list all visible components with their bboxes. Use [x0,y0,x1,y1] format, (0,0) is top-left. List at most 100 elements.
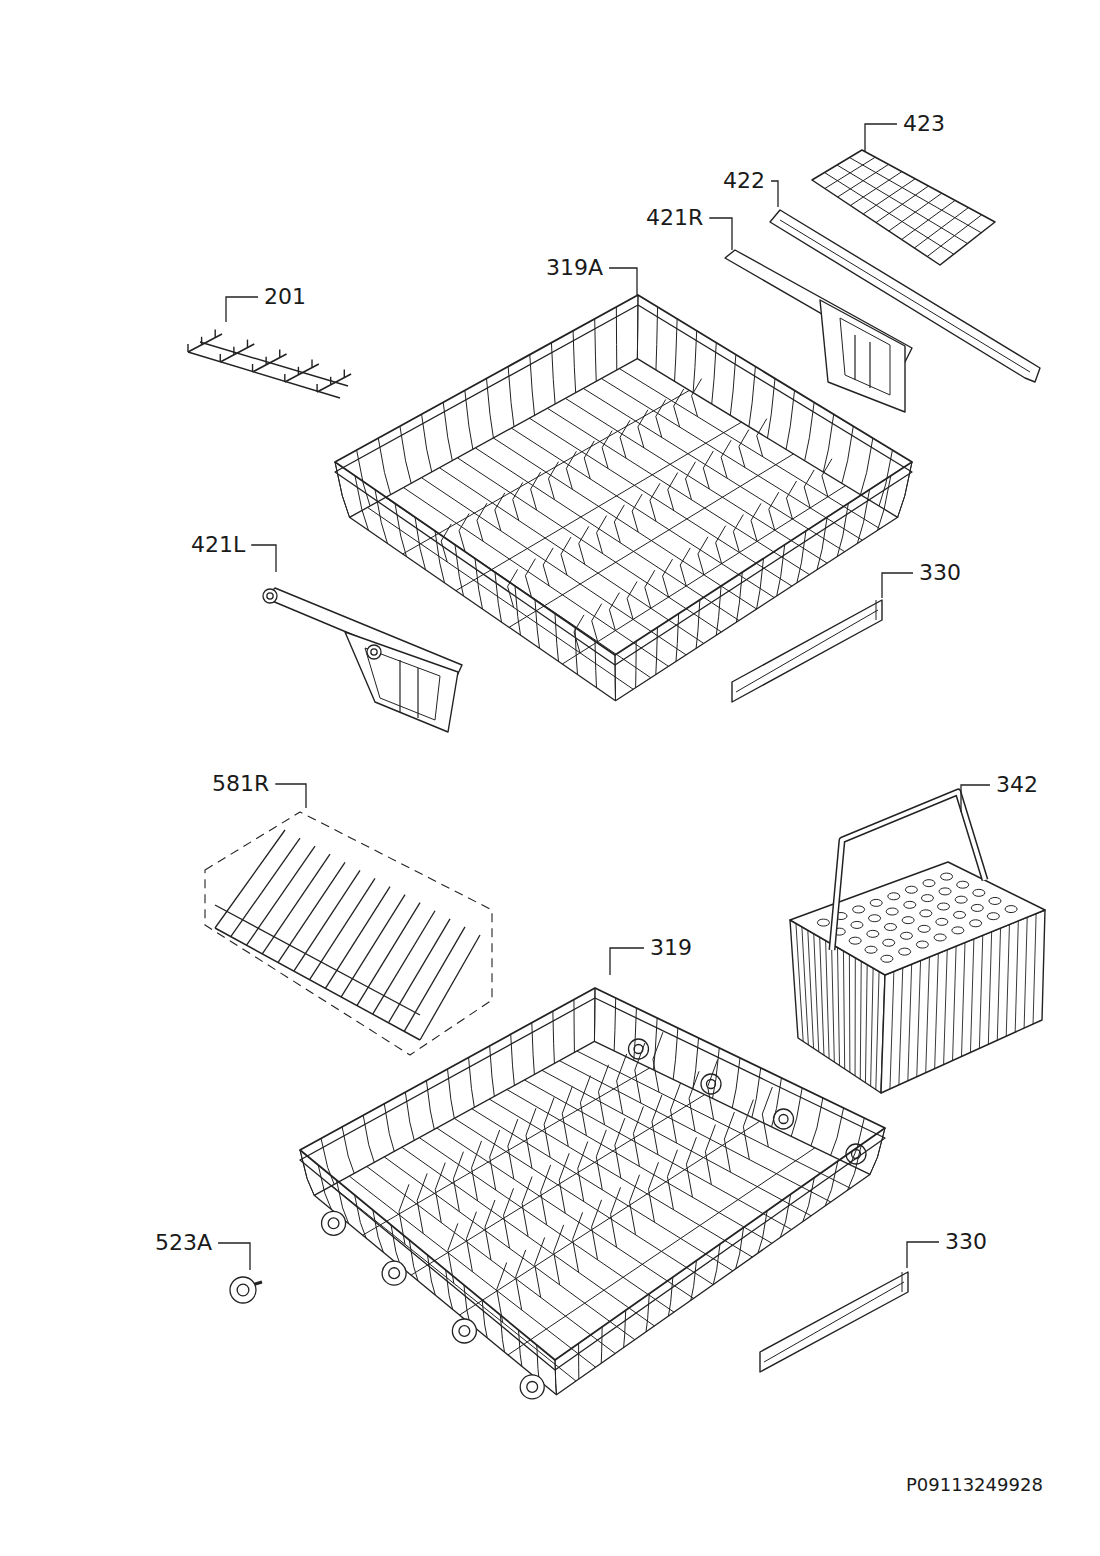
wire [220,344,254,362]
wire [908,964,912,1081]
wire [373,911,435,1014]
basket-hole [904,901,916,908]
wire [508,1148,815,1355]
wire [475,559,483,610]
wire [384,1157,635,1340]
wire [988,932,991,1045]
basket-hole [916,941,928,948]
wire [648,1162,658,1222]
wire [325,887,390,989]
wire [566,451,576,489]
wire [215,905,420,1015]
wire [1015,921,1018,1032]
wire [837,503,848,556]
wire [252,364,253,372]
spare-wheel [230,1277,262,1303]
wire [592,1200,602,1260]
wire [363,1068,650,1235]
wire [577,1051,850,1188]
basket-hole [936,918,948,925]
wire [513,482,523,520]
basket-hole [971,904,983,911]
rack-wheel [367,645,381,659]
rack-strip [760,1272,908,1372]
wire [869,342,870,388]
wire [220,354,221,362]
wire [825,173,954,255]
callout-number: 421L [190,532,246,558]
wire [708,1060,718,1120]
wire [316,384,317,392]
wire [464,1285,470,1324]
wire [317,374,351,392]
wire [650,483,660,521]
wire [200,342,348,386]
wire [529,418,791,586]
wire [676,614,679,662]
drawing-code: P09113249928 [905,1474,1044,1496]
wire [979,935,982,1048]
wire [838,948,840,1066]
rack-strip [732,600,882,702]
wire [188,334,222,352]
rack-wheel [382,1261,406,1285]
basket-hole [938,903,950,910]
rack-wheel [322,1211,346,1235]
wire [477,503,487,541]
wire [762,1087,772,1147]
wire [562,486,845,664]
wire [531,472,541,510]
wire [535,1237,545,1297]
wire [500,1315,504,1352]
wire [489,1099,752,1257]
wire [630,1175,640,1235]
wire [594,988,596,1041]
wire [330,377,331,385]
wire [597,516,607,554]
wire [757,559,764,610]
wire [247,340,248,348]
wire [490,1130,500,1190]
wire [680,548,690,586]
basket-rim [300,988,885,1360]
rack-wheel [629,1039,649,1059]
wire [739,429,749,467]
wire [619,369,880,529]
wire [522,1177,532,1237]
wire [417,668,418,718]
wire [615,655,617,701]
leader-line [865,124,897,152]
basket-hole [886,908,898,915]
leader-line [907,1242,939,1268]
wire [667,1150,677,1210]
basket-hole [989,897,1001,904]
wire [485,1200,495,1260]
wire [594,988,596,1041]
wire [663,559,673,597]
cutlery-basket [790,792,1045,1093]
height-adjuster [725,250,912,412]
wire [902,1272,903,1292]
wire [860,961,861,1079]
wheel-hub [328,1218,339,1229]
wire [214,330,215,338]
wire [736,572,742,622]
basket-hole [941,873,953,880]
wire [562,1087,572,1147]
wire [876,972,879,1090]
leader-line [610,948,644,975]
wire [548,462,558,500]
wire [962,943,966,1057]
wire [686,1137,696,1197]
wire [345,632,458,732]
leader-line [961,785,990,812]
tine-insert [188,330,351,398]
wire [455,545,464,596]
basket-hole [851,921,863,928]
wire [547,408,809,574]
wire [298,367,299,375]
basket-rim [335,295,912,655]
wire [262,854,330,954]
basket-hole [849,937,861,944]
wire [757,419,767,457]
